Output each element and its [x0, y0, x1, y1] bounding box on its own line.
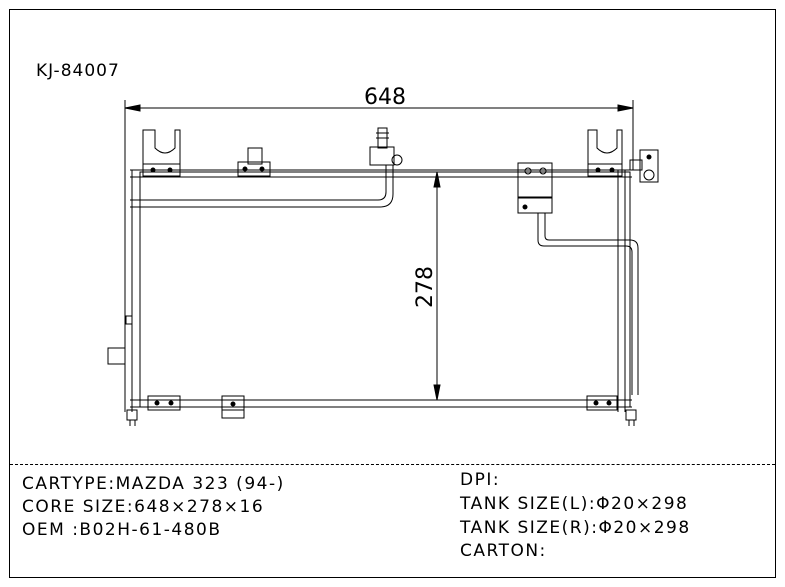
spec-carton: CARTON:: [460, 541, 547, 561]
spec-car-type: CARTYPE:MAZDA 323 (94-): [22, 474, 285, 494]
bottom-left-bracket: [126, 395, 181, 426]
condenser-core: [124, 169, 632, 412]
spec-core-size: CORE SIZE:648×278×16: [22, 497, 265, 517]
spec-divider: [10, 464, 775, 465]
bottom-mid-bracket: [221, 395, 245, 419]
width-dimension: 648: [124, 85, 634, 170]
receiver-block: [517, 162, 639, 395]
top-mid-bracket: [237, 147, 271, 177]
width-dimension-label: 648: [364, 85, 406, 110]
right-fitting: [629, 149, 659, 183]
spec-tank-size-r: TANK SIZE(R):Φ20×298: [460, 518, 691, 538]
height-dimension-label: 278: [413, 266, 438, 308]
spec-tank-size-l: TANK SIZE(L):Φ20×298: [460, 494, 689, 514]
height-dimension: 278: [413, 171, 441, 401]
bottom-right-bracket: [586, 395, 637, 426]
upper-inlet-pipe: [130, 127, 403, 208]
top-right-bracket: [587, 129, 623, 177]
spec-dpi: DPI:: [460, 470, 501, 490]
spec-oem: OEM :B02H-61-480B: [22, 520, 222, 540]
left-side-tab: [107, 315, 133, 365]
drawing-sheet-frame: [9, 9, 776, 578]
top-left-bracket: [142, 129, 181, 177]
part-number: KJ-84007: [36, 61, 120, 81]
